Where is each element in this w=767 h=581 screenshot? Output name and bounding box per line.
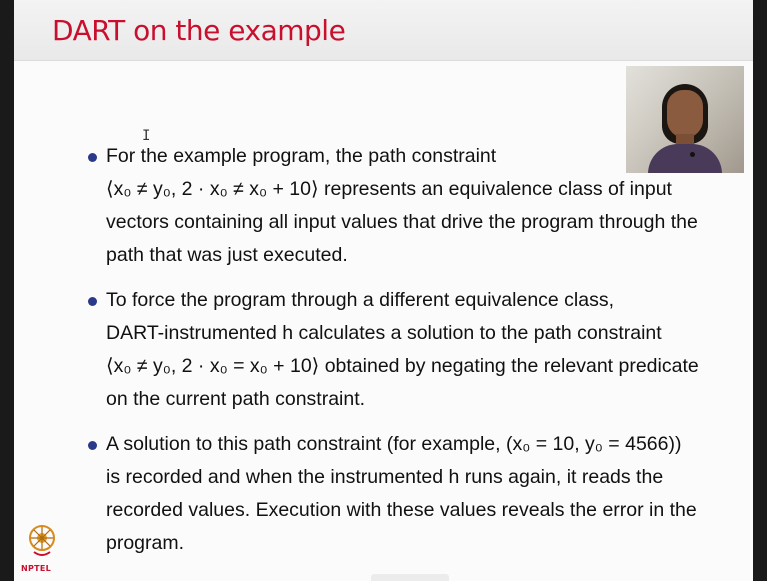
bullet-line: For the example program, the path constr… bbox=[106, 145, 497, 167]
bullet-dot-icon bbox=[88, 153, 97, 162]
title-bar: DART on the example bbox=[14, 0, 753, 61]
text-cursor-icon: I bbox=[142, 128, 151, 144]
bullet-dot-icon bbox=[88, 297, 97, 306]
mic-icon bbox=[690, 152, 695, 157]
speaker-video-thumbnail bbox=[626, 66, 744, 173]
bullet-item: To force the program through a different… bbox=[88, 284, 738, 416]
nptel-emblem-icon bbox=[29, 525, 55, 556]
bullet-item: For the example program, the path constr… bbox=[88, 140, 738, 272]
speaker-body bbox=[648, 144, 722, 173]
bullet-line: DART-instrumented h calculates a solutio… bbox=[106, 322, 662, 344]
nptel-logo-text: NPTEL bbox=[21, 564, 52, 573]
slide: DART on the example I For the example pr… bbox=[14, 0, 753, 581]
nptel-logo: NPTEL bbox=[20, 524, 64, 580]
bullet-line: on the current path constraint. bbox=[106, 388, 366, 410]
bullet-line: To force the program through a different… bbox=[106, 289, 615, 311]
bullet-line: path that was just executed. bbox=[106, 244, 348, 266]
bullet-line: program. bbox=[106, 532, 185, 554]
bullet-line: A solution to this path constraint (for … bbox=[106, 433, 682, 455]
bullet-line: ⟨x₀ ≠ y₀, 2 · x₀ = x₀ + 10⟩ obtained by … bbox=[106, 355, 699, 377]
bullet-line: is recorded and when the instrumented h … bbox=[106, 466, 664, 488]
bullet-line: ⟨x₀ ≠ y₀, 2 · x₀ ≠ x₀ + 10⟩ represents a… bbox=[106, 178, 672, 200]
speaker-face bbox=[667, 90, 703, 138]
video-progress-tab[interactable] bbox=[371, 574, 449, 581]
bullet-item: A solution to this path constraint (for … bbox=[88, 428, 738, 560]
bullet-line: vectors containing all input values that… bbox=[106, 211, 698, 233]
bullet-list: For the example program, the path constr… bbox=[88, 140, 738, 572]
slide-title: DART on the example bbox=[52, 14, 346, 47]
bullet-line: recorded values. Execution with these va… bbox=[106, 499, 697, 521]
bullet-dot-icon bbox=[88, 441, 97, 450]
